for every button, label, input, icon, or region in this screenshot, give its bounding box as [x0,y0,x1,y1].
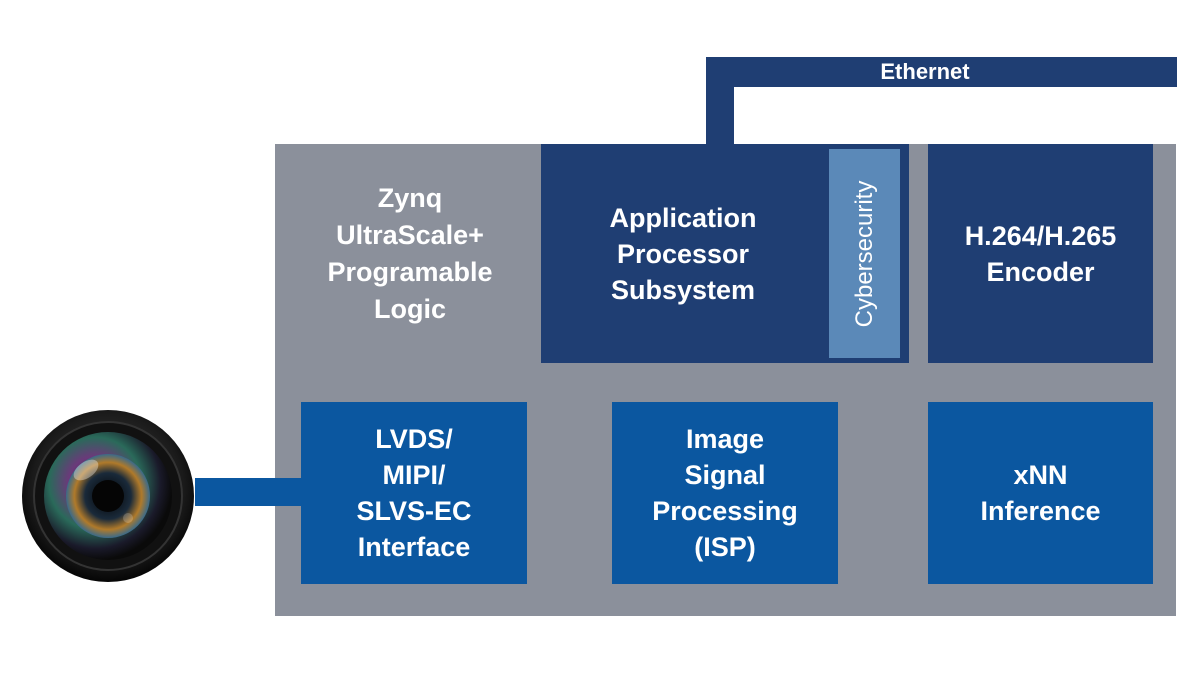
inference-label: xNN Inference [980,460,1101,526]
application-processor-label: Application Processor Subsystem [609,202,757,305]
ethernet-label: Ethernet [880,59,970,84]
sensor-interface-block: LVDS/ MIPI/ SLVS-EC Interface [301,402,527,584]
camera-lens-icon [20,408,196,584]
sensor-interface-label: LVDS/ MIPI/ SLVS-EC Interface [356,424,472,562]
encoder-label: H.264/H.265 Encoder [964,220,1117,287]
isp-label: Image Signal Processing (ISP) [652,424,798,562]
encoder-block: H.264/H.265 Encoder [928,144,1153,363]
ethernet-bus [706,57,1177,87]
cybersecurity-block: Cybersecurity [829,149,900,358]
cybersecurity-label: Cybersecurity [850,180,878,327]
isp-block: Image Signal Processing (ISP) [612,402,838,584]
inference-block: xNN Inference [928,402,1153,584]
camera-connector [195,478,302,506]
programmable-logic-label: Zynq UltraScale+ Programable Logic [327,183,493,324]
